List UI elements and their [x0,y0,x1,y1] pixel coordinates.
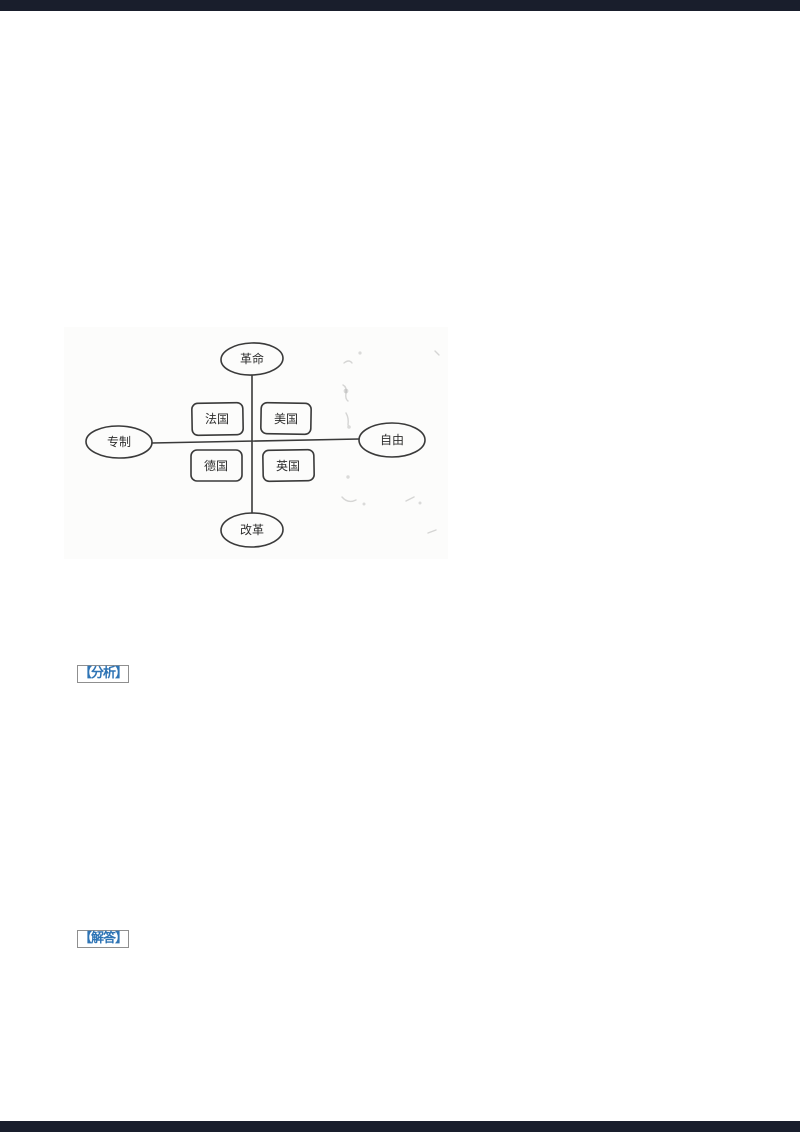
box-france [191,401,244,437]
node-label-autocracy: 专制 [107,434,131,449]
node-ellipse-liberty [358,422,426,458]
box-germany [190,449,243,482]
node-label-reform: 改革 [240,523,264,537]
node-label-liberty: 自由 [380,433,404,447]
box-label-germany: 德国 [204,458,228,473]
box-usa [260,401,312,436]
section-label-analysis: 【分析】 [77,665,130,683]
page-bottom-edge-bar [0,1121,800,1132]
quadrant-diagram-svg: 革命 专制 自由 改革 法国 美国 德国 英国 [85,342,440,548]
box-uk [262,448,315,483]
node-ellipse-revolution [220,342,284,376]
page-top-edge-bar [0,0,800,11]
box-label-usa: 美国 [274,412,298,426]
horizontal-axis-line [151,438,360,444]
node-ellipse-reform [220,512,284,548]
node-ellipse-autocracy [85,425,153,459]
quadrant-diagram-figure: 革命 专制 自由 改革 法国 美国 德国 英国 [64,327,448,559]
box-label-uk: 英国 [276,459,300,473]
node-label-revolution: 革命 [240,351,264,366]
box-label-france: 法国 [205,412,229,426]
section-label-answer: 【解答】 [77,930,130,948]
scan-ghost-artifacts [341,350,440,534]
